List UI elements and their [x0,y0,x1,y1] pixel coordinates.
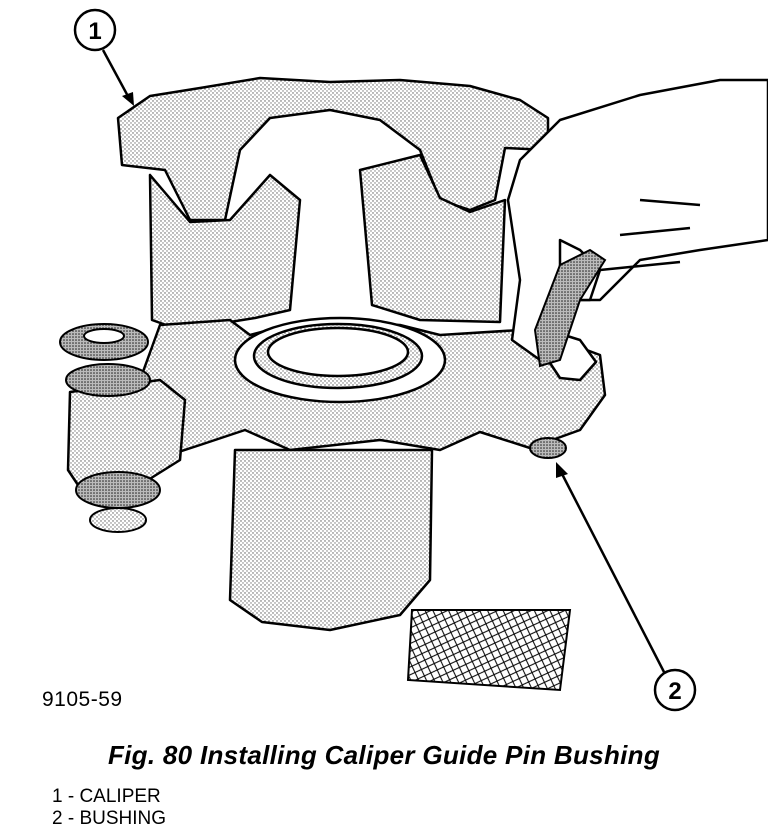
legend-item-bushing: 2 - BUSHING [52,808,167,829]
callout-2-number: 2 [668,678,681,705]
callout-1-number: 1 [88,18,101,45]
callout-2: 2 [556,462,697,712]
caliper-bushing-illustration: 1 2 [59,8,768,712]
left-bushing-stack [59,323,161,533]
caliper-body [66,76,607,632]
bushing-in-hand [529,248,607,459]
callout-1: 1 [73,8,134,106]
figure-caption: Fig. 80 Installing Caliper Guide Pin Bus… [107,740,661,770]
brake-pad-hatch [406,609,572,692]
legend: 1 - CALIPER 2 - BUSHING [52,786,166,830]
legend-item-caliper: 1 - CALIPER [52,786,161,807]
figure-code: 9105-59 [42,688,123,711]
